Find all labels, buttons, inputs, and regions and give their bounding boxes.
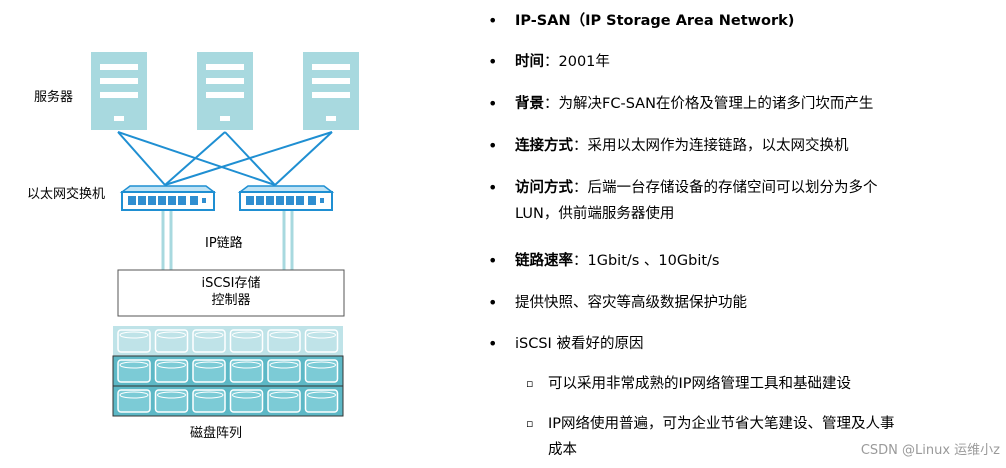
bullet-dot: • bbox=[488, 52, 498, 71]
ip-link-label: IP链路 bbox=[205, 236, 243, 251]
watermark: CSDN @Linux 运维小z bbox=[860, 443, 1000, 458]
disk-array bbox=[112, 326, 344, 417]
bullet-dot: • bbox=[488, 293, 498, 312]
ip-san-diagram: 服务器 以太网交换机 IP链路 iSCSI存储 控制器 磁盘阵列 bbox=[0, 0, 470, 464]
link-line bbox=[274, 131, 333, 186]
square-bullet-icon: ▫ bbox=[526, 417, 534, 430]
sub-bullet-text: IP网络使用普遍，可为企业节省大笔建设、管理及人事 bbox=[548, 416, 895, 432]
bullet-text: ：1Gbit/s 、10Gbit/s bbox=[573, 253, 720, 269]
disk-cell-top bbox=[269, 331, 299, 339]
disk-cell-top bbox=[307, 361, 336, 369]
server-3 bbox=[303, 52, 359, 130]
disk-cell-top bbox=[119, 361, 149, 369]
bullet-dot: • bbox=[488, 11, 498, 30]
ethernet-switch-2 bbox=[237, 185, 335, 211]
ip-links bbox=[161, 211, 294, 270]
disk-cell bbox=[154, 329, 189, 353]
disk-cell-top bbox=[157, 391, 186, 399]
server-1 bbox=[91, 52, 147, 130]
controller-label-line2: 控制器 bbox=[211, 293, 251, 308]
disk-cell bbox=[267, 329, 301, 353]
disk-cell bbox=[117, 389, 151, 413]
bullet-continuation: LUN，供前端服务器使用 bbox=[515, 206, 675, 222]
disk-cell bbox=[154, 389, 189, 413]
bullet-title: 访问方式 bbox=[515, 180, 573, 196]
disk-cell bbox=[267, 389, 301, 413]
bullet-title: 时间 bbox=[515, 54, 544, 70]
feature-list: • IP-SAN（IP Storage Area Network) • 时间：2… bbox=[488, 0, 1006, 464]
bullet-dot: • bbox=[488, 136, 498, 155]
disk-cell bbox=[229, 389, 264, 413]
disk-cell-top bbox=[307, 391, 336, 399]
disk-cell-top bbox=[232, 331, 261, 339]
disk-cell bbox=[229, 359, 264, 383]
square-bullet-icon: ▫ bbox=[526, 377, 534, 390]
disk-cell bbox=[304, 359, 339, 383]
sub-bullet-continuation: 成本 bbox=[548, 442, 577, 458]
disk-cell-top bbox=[194, 331, 224, 339]
disk-cell-top bbox=[269, 361, 299, 369]
disk-cell bbox=[267, 359, 301, 383]
bullet-title: 连接方式 bbox=[515, 138, 573, 154]
link-line bbox=[164, 131, 333, 186]
disk-array-label: 磁盘阵列 bbox=[190, 426, 243, 441]
bullet-text: ：为解决FC-SAN在价格及管理上的诸多门坎而产生 bbox=[544, 96, 874, 112]
disk-cell-top bbox=[232, 391, 261, 399]
sub-bullet-text: 可以采用非常成熟的IP网络管理工具和基础建设 bbox=[548, 376, 852, 392]
server-2 bbox=[197, 52, 253, 130]
controller-label: iSCSI存储 控制器 bbox=[118, 275, 344, 309]
disk-cell-top bbox=[119, 331, 149, 339]
controller-label-line1: iSCSI存储 bbox=[201, 276, 261, 291]
disk-cell-top bbox=[194, 361, 224, 369]
disk-cell bbox=[304, 329, 339, 353]
diagram-canvas bbox=[91, 52, 359, 417]
disk-cell bbox=[192, 389, 226, 413]
disk-cell-top bbox=[157, 361, 186, 369]
disk-cell bbox=[117, 329, 151, 353]
bullet-text: 提供快照、容灾等高级数据保护功能 bbox=[515, 295, 747, 311]
disk-cell-top bbox=[307, 331, 336, 339]
disk-cell bbox=[192, 359, 226, 383]
disk-cell-top bbox=[157, 331, 186, 339]
disk-cell-top bbox=[119, 391, 149, 399]
server-switch-links bbox=[117, 131, 333, 186]
iscsi-controller-box bbox=[117, 269, 345, 317]
bullet-title: 链路速率 bbox=[515, 253, 573, 269]
bullet-text: ：采用以太网作为连接链路，以太网交换机 bbox=[573, 138, 849, 154]
switch-label: 以太网交换机 bbox=[27, 187, 106, 202]
bullet-title: 背景 bbox=[515, 96, 544, 112]
bullet-dot: • bbox=[488, 94, 498, 113]
link-line bbox=[117, 131, 166, 186]
disk-cell-top bbox=[232, 361, 261, 369]
bullet-text: ：后端一台存储设备的存储空间可以划分为多个 bbox=[573, 180, 878, 196]
disk-cell bbox=[304, 389, 339, 413]
disk-cell bbox=[192, 329, 226, 353]
bullet-dot: • bbox=[488, 251, 498, 270]
disk-cell-top bbox=[194, 391, 224, 399]
disk-cell-top bbox=[269, 391, 299, 399]
disk-cell bbox=[154, 359, 189, 383]
bullet-dot: • bbox=[488, 178, 498, 197]
bullet-text: ：2001年 bbox=[544, 54, 610, 70]
bullet-title: IP-SAN（IP Storage Area Network) bbox=[515, 13, 795, 29]
disk-cell bbox=[117, 359, 151, 383]
link-line bbox=[164, 131, 226, 186]
ethernet-switch-1 bbox=[119, 185, 217, 211]
bullet-text: iSCSI 被看好的原因 bbox=[515, 336, 644, 352]
servers-label: 服务器 bbox=[34, 90, 74, 105]
bullet-dot: • bbox=[488, 334, 498, 353]
disk-cell bbox=[229, 329, 264, 353]
